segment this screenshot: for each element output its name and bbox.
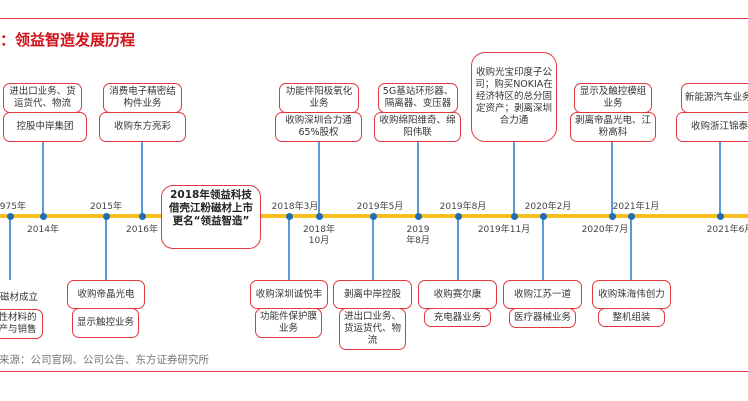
source-note: 来源：公司官网、公司公告、东方证券研究所: [0, 354, 209, 366]
timeline-dot: [315, 212, 323, 220]
connector: [417, 142, 419, 216]
timeline-dot: [539, 212, 547, 220]
date-label: 1975年: [0, 202, 26, 212]
timeline-dot: [102, 212, 110, 220]
business-box: 新能源汽车业务: [681, 83, 748, 113]
date-label: 2016年: [126, 225, 158, 235]
connector: [318, 142, 320, 216]
timeline-dot: [285, 212, 293, 220]
figure-title: ：领益智造发展历程: [0, 31, 136, 49]
date-label: 2018年10月: [303, 225, 335, 246]
timeline-dot: [716, 212, 724, 220]
timeline-dot: [608, 212, 616, 220]
timeline-dot: [454, 212, 462, 220]
event-text: 磁材成立: [0, 292, 39, 303]
timeline-dot: [369, 212, 377, 220]
event-box: 收购浙江锦泰: [676, 112, 748, 142]
business-box: 整机组装: [598, 308, 665, 327]
center-event-box: 2018年领益科技借壳江粉磁材上市更名“领益智造”: [161, 185, 261, 249]
date-label: 2019年11月: [477, 225, 531, 235]
connector: [288, 216, 290, 280]
date-label: 2019年5月: [356, 202, 404, 212]
business-box: 进出口业务、货运货代、物流: [339, 308, 406, 350]
business-box: 显示及触控模组业务: [574, 83, 652, 113]
event-box: 收购赛尔康: [418, 280, 497, 309]
date-label: 2019年8月: [439, 202, 487, 212]
connector: [105, 216, 107, 280]
timeline-dot: [627, 212, 635, 220]
connector: [611, 142, 613, 216]
date-label: 2014年: [27, 225, 59, 235]
business-box: 进出口业务、货运货代、物流: [3, 83, 82, 113]
connector: [630, 216, 632, 280]
business-box: 消费电子精密结构件业务: [103, 83, 182, 113]
event-box: 控股中岸集团: [3, 112, 87, 142]
business-box: 功能件阳极氧化业务: [279, 83, 359, 113]
date-label: 2018年3月: [271, 202, 319, 212]
connector: [372, 216, 374, 280]
connector: [42, 142, 44, 216]
event-box: 收购帝晶光电: [67, 280, 145, 309]
business-box: 充电器业务: [424, 308, 491, 327]
event-box: 剥离中岸控股: [333, 280, 412, 309]
date-label: 2021年6月: [706, 225, 748, 235]
bottom-rule: [0, 371, 748, 372]
timeline-dot: [510, 212, 518, 220]
connector: [9, 216, 11, 280]
event-box: 收购光宝印度子公司；购买NOKIA在经济特区的总分固定资产；剥离深圳合力通: [471, 52, 557, 142]
business-box: 功能件保护膜业务: [255, 308, 322, 338]
date-label: 2020年2月: [524, 202, 572, 212]
date-label: 2015年: [90, 202, 122, 212]
connector: [457, 216, 459, 280]
event-box: 剥离帝晶光电、江粉高科: [570, 112, 656, 142]
event-box: 收购东方亮彩: [99, 112, 186, 142]
timeline-dot: [6, 212, 14, 220]
business-box: 显示触控业务: [72, 308, 139, 338]
connector: [542, 216, 544, 280]
business-box: 医疗器械业务: [509, 308, 576, 328]
timeline-dot: [414, 212, 422, 220]
event-box: 收购江苏一道: [503, 280, 582, 309]
event-box: 收购绵阳维奇、绵阳伟联: [374, 112, 461, 142]
connector: [513, 142, 515, 216]
business-box: 5G基站环形器、隔离器、变压器: [378, 83, 458, 113]
event-box: 收购珠海伟创力: [592, 280, 671, 309]
date-label: 2019年8月: [406, 225, 430, 246]
connector: [719, 142, 721, 216]
connector: [141, 142, 143, 216]
event-box: 收购深圳合力通65%股权: [275, 112, 362, 142]
timeline-dot: [39, 212, 47, 220]
timeline-dot: [138, 212, 146, 220]
date-label: 2021年1月: [612, 202, 660, 212]
event-box: 收购深圳诚悦丰: [250, 280, 328, 309]
business-box: 性材料的产与销售: [0, 309, 43, 339]
top-rule: [0, 18, 748, 19]
date-label: 2020年7月: [581, 225, 629, 235]
